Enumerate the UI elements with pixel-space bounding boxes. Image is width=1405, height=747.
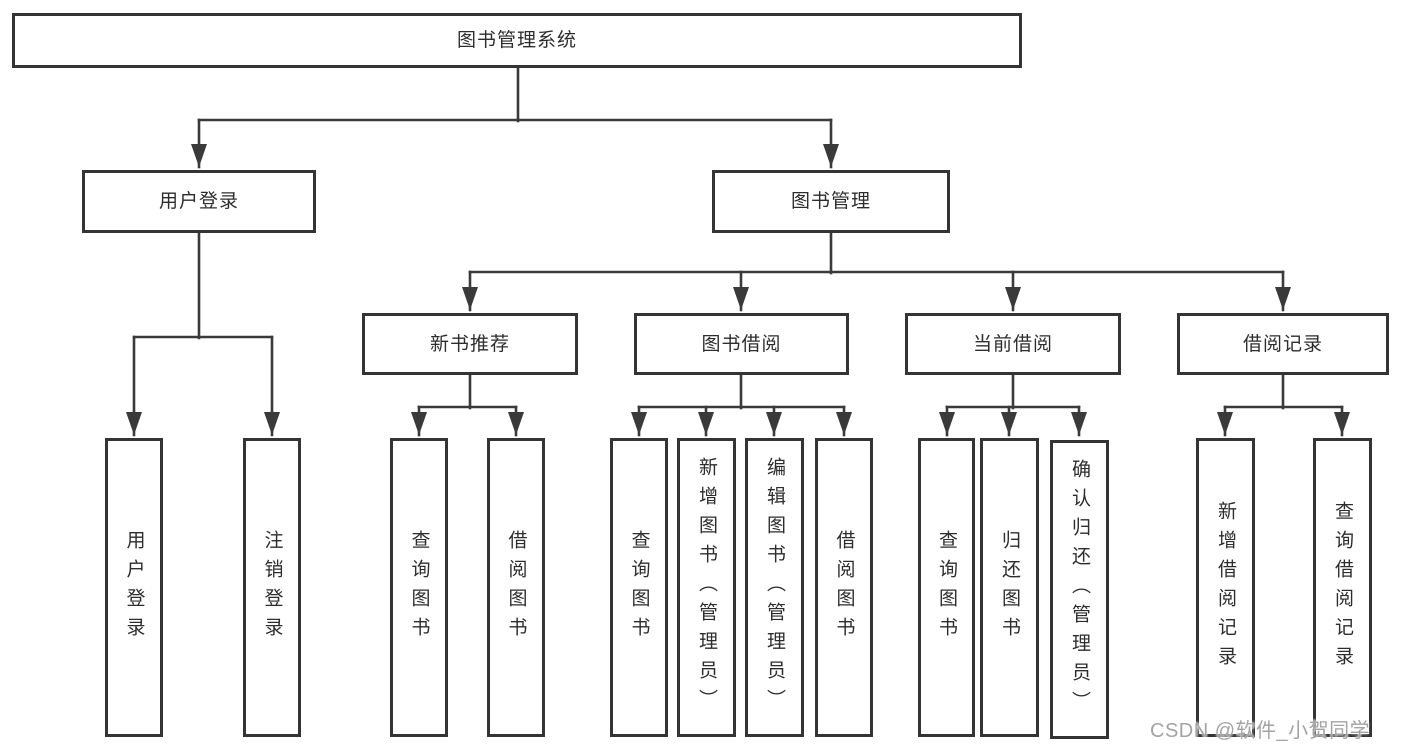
- leaf-user-login: 用户登录: [105, 438, 163, 737]
- leaf-recommend-query-books-label: 查询图书: [408, 529, 430, 646]
- node-current-borrow: 当前借阅: [905, 313, 1121, 375]
- leaf-current-confirm-return: 确认归还（管理员）: [1050, 440, 1109, 739]
- node-user-login: 用户登录: [82, 170, 316, 233]
- node-new-book-recommend-label: 新书推荐: [429, 333, 510, 355]
- node-root-label: 图书管理系统: [456, 30, 577, 51]
- connectors-current-borrow-children: [939, 373, 1087, 437]
- leaf-records-add-record-label: 新增借阅记录: [1215, 500, 1236, 675]
- connectors-new-book-recommend-children: [411, 373, 524, 437]
- node-borrow-records: 借阅记录: [1177, 313, 1389, 375]
- node-new-book-recommend: 新书推荐: [362, 313, 578, 375]
- leaf-borrow-edit-books: 编辑图书（管理员）: [745, 438, 804, 737]
- leaf-recommend-query-books: 查询图书: [390, 438, 448, 737]
- leaf-borrow-add-books: 新增图书（管理员）: [677, 438, 736, 737]
- leaf-borrow-edit-books-label: 编辑图书（管理员）: [764, 457, 785, 718]
- leaf-recommend-borrow-books: 借阅图书: [487, 438, 545, 737]
- node-book-borrow: 图书借阅: [634, 313, 849, 375]
- connectors-borrow-records-children: [1217, 373, 1350, 437]
- leaf-recommend-borrow-books-label: 借阅图书: [505, 529, 527, 646]
- connectors-book-management-children: [462, 231, 1291, 312]
- leaf-user-login-label: 用户登录: [123, 529, 145, 646]
- leaf-borrow-add-books-label: 新增图书（管理员）: [696, 457, 717, 718]
- connectors-root-to-level2: [191, 66, 839, 169]
- leaf-logout: 注销登录: [243, 438, 301, 737]
- node-book-management-label: 图书管理: [790, 191, 871, 212]
- connectors-book-borrow-children: [631, 373, 852, 437]
- leaf-current-query-books-label: 查询图书: [936, 529, 957, 646]
- leaf-borrow-query-books: 查询图书: [610, 438, 668, 737]
- leaf-borrow-borrow-books-label: 借阅图书: [833, 529, 855, 646]
- leaf-current-return-books-label: 归还图书: [999, 529, 1020, 646]
- node-root: 图书管理系统: [12, 13, 1022, 68]
- leaf-borrow-borrow-books: 借阅图书: [815, 438, 873, 737]
- leaf-logout-label: 注销登录: [261, 529, 283, 646]
- leaf-current-return-books: 归还图书: [980, 438, 1039, 737]
- leaf-records-add-record: 新增借阅记录: [1196, 438, 1255, 737]
- leaf-current-query-books: 查询图书: [918, 438, 975, 737]
- leaf-records-query-record-label: 查询借阅记录: [1332, 500, 1353, 675]
- leaf-current-confirm-return-label: 确认归还（管理员）: [1069, 459, 1090, 720]
- node-current-borrow-label: 当前借阅: [972, 333, 1053, 355]
- leaf-records-query-record: 查询借阅记录: [1313, 438, 1372, 737]
- csdn-watermark: CSDN @软件_小贺同学: [1150, 720, 1371, 742]
- node-user-login-label: 用户登录: [158, 191, 239, 212]
- node-borrow-records-label: 借阅记录: [1242, 333, 1323, 355]
- node-book-management: 图书管理: [712, 170, 950, 233]
- connectors-user-login-children: [126, 231, 280, 437]
- node-book-borrow-label: 图书借阅: [701, 333, 782, 355]
- leaf-borrow-query-books-label: 查询图书: [628, 529, 650, 646]
